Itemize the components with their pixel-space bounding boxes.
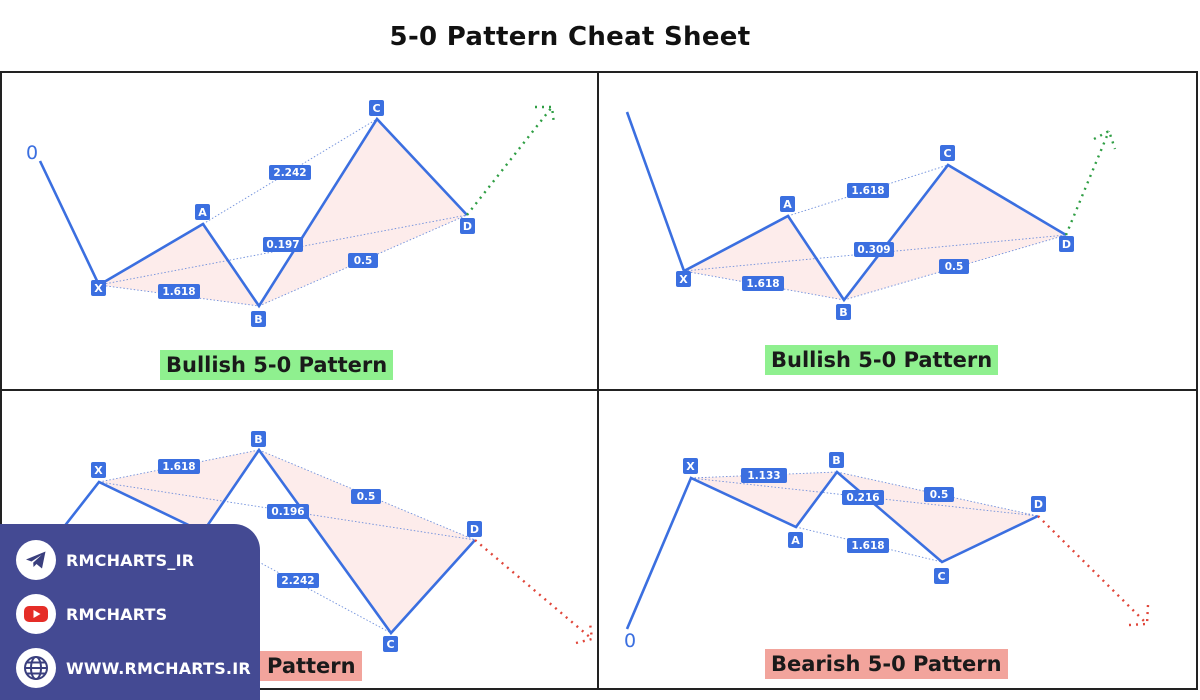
bearish-arrow bbox=[474, 539, 593, 640]
ratio-label-ab-bc: 2.242 bbox=[281, 575, 314, 587]
point-x: X bbox=[686, 460, 695, 473]
point-d: D bbox=[463, 220, 472, 233]
ratio-label-bd: 0.5 bbox=[357, 491, 376, 503]
origin-label: 0 bbox=[624, 630, 636, 652]
pattern-fill-xab bbox=[99, 450, 259, 532]
telegram-icon bbox=[16, 540, 56, 580]
bullish-arrow-head bbox=[535, 105, 556, 125]
ratio-label-ab-bc: 1.618 bbox=[851, 185, 884, 197]
ratio-label-xa-ab: 1.618 bbox=[162, 286, 195, 298]
ratio-label-bd: 0.5 bbox=[945, 261, 964, 273]
ratio-label-xa-ab: 1.133 bbox=[747, 470, 780, 482]
ratio-label-xd: 0.197 bbox=[266, 239, 299, 251]
pattern-line bbox=[625, 111, 1067, 303]
point-a: A bbox=[791, 534, 800, 547]
pattern-line bbox=[625, 470, 1039, 630]
youtube-label: RMCHARTS bbox=[66, 604, 168, 624]
pattern-label: Bullish 5-0 Pattern bbox=[765, 345, 999, 375]
pattern-label: Bearish 5-0 Pattern bbox=[765, 649, 1008, 679]
pattern-diagram-bearish-2: 0 1.133 0.216 0.5 1.618 X A B C D bbox=[624, 452, 1150, 652]
point-a: A bbox=[783, 198, 792, 211]
pattern-fill-bcd bbox=[844, 165, 1066, 300]
ratio-label-xd: 0.216 bbox=[846, 492, 879, 504]
pattern-diagram-bullish-2: 1.618 0.309 0.5 1.618 X A B C D bbox=[625, 111, 1117, 320]
point-x: X bbox=[94, 282, 103, 295]
point-b: B bbox=[254, 313, 262, 326]
pattern-fill-bcd bbox=[259, 119, 467, 306]
origin-label: 0 bbox=[26, 142, 38, 164]
pattern-fill-xab bbox=[99, 224, 259, 306]
pattern-label: Bullish 5-0 Pattern bbox=[160, 350, 394, 380]
website-link[interactable]: WWW.RMCHARTS.IR bbox=[16, 648, 251, 688]
youtube-icon bbox=[16, 594, 56, 634]
panel-bearish-2: 0 1.133 0.216 0.5 1.618 X A B C D Bearis… bbox=[597, 389, 1198, 690]
point-b: B bbox=[254, 433, 262, 446]
social-links-panel: RMCHARTS_IR RMCHARTS WWW.RMCHARTS.IR bbox=[0, 524, 260, 700]
point-d: D bbox=[470, 523, 479, 536]
ratio-label-ab-bc: 2.242 bbox=[273, 167, 306, 179]
point-x: X bbox=[679, 273, 688, 286]
panel-bullish-1: 0 2.242 0.197 0.5 1.618 X A B C D Bullis… bbox=[0, 71, 599, 391]
bearish-arrow bbox=[1037, 515, 1148, 625]
point-x: X bbox=[94, 464, 103, 477]
point-c: C bbox=[937, 570, 945, 583]
globe-icon bbox=[16, 648, 56, 688]
ratio-label-bd: 0.5 bbox=[354, 255, 373, 267]
pattern-fill-xab bbox=[691, 472, 837, 527]
telegram-label: RMCHARTS_IR bbox=[66, 550, 195, 570]
panel-bullish-2: 1.618 0.309 0.5 1.618 X A B C D Bullish … bbox=[597, 71, 1198, 391]
point-d: D bbox=[1034, 498, 1043, 511]
ratio-label-xd: 0.196 bbox=[271, 506, 304, 518]
ratio-label-xd: 0.309 bbox=[857, 244, 890, 256]
youtube-link[interactable]: RMCHARTS bbox=[16, 594, 167, 634]
ratio-label-xa-ab: 1.618 bbox=[162, 461, 195, 473]
point-d: D bbox=[1062, 238, 1071, 251]
point-c: C bbox=[372, 102, 380, 115]
pattern-fill-xab bbox=[684, 216, 844, 300]
point-b: B bbox=[832, 454, 840, 467]
pattern-line bbox=[8, 447, 476, 636]
page-title: 5-0 Pattern Cheat Sheet bbox=[389, 22, 751, 52]
pattern-line bbox=[38, 116, 468, 309]
bullish-arrow bbox=[1064, 130, 1111, 236]
ratio-label-xa-ab: 1.618 bbox=[746, 278, 779, 290]
bullish-arrow bbox=[466, 106, 553, 216]
point-c: C bbox=[386, 638, 394, 651]
point-c: C bbox=[943, 147, 951, 160]
point-b: B bbox=[839, 306, 847, 319]
point-a: A bbox=[198, 206, 207, 219]
telegram-link[interactable]: RMCHARTS_IR bbox=[16, 540, 194, 580]
website-label: WWW.RMCHARTS.IR bbox=[66, 658, 251, 678]
pattern-fill-bcd bbox=[259, 450, 475, 633]
bullish-arrow-head bbox=[1093, 129, 1117, 150]
ratio-label-bd: 0.5 bbox=[930, 489, 949, 501]
ratio-label-ab-bc: 1.618 bbox=[851, 540, 884, 552]
pattern-diagram-bullish-1: 0 2.242 0.197 0.5 1.618 X A B C D bbox=[26, 100, 556, 327]
